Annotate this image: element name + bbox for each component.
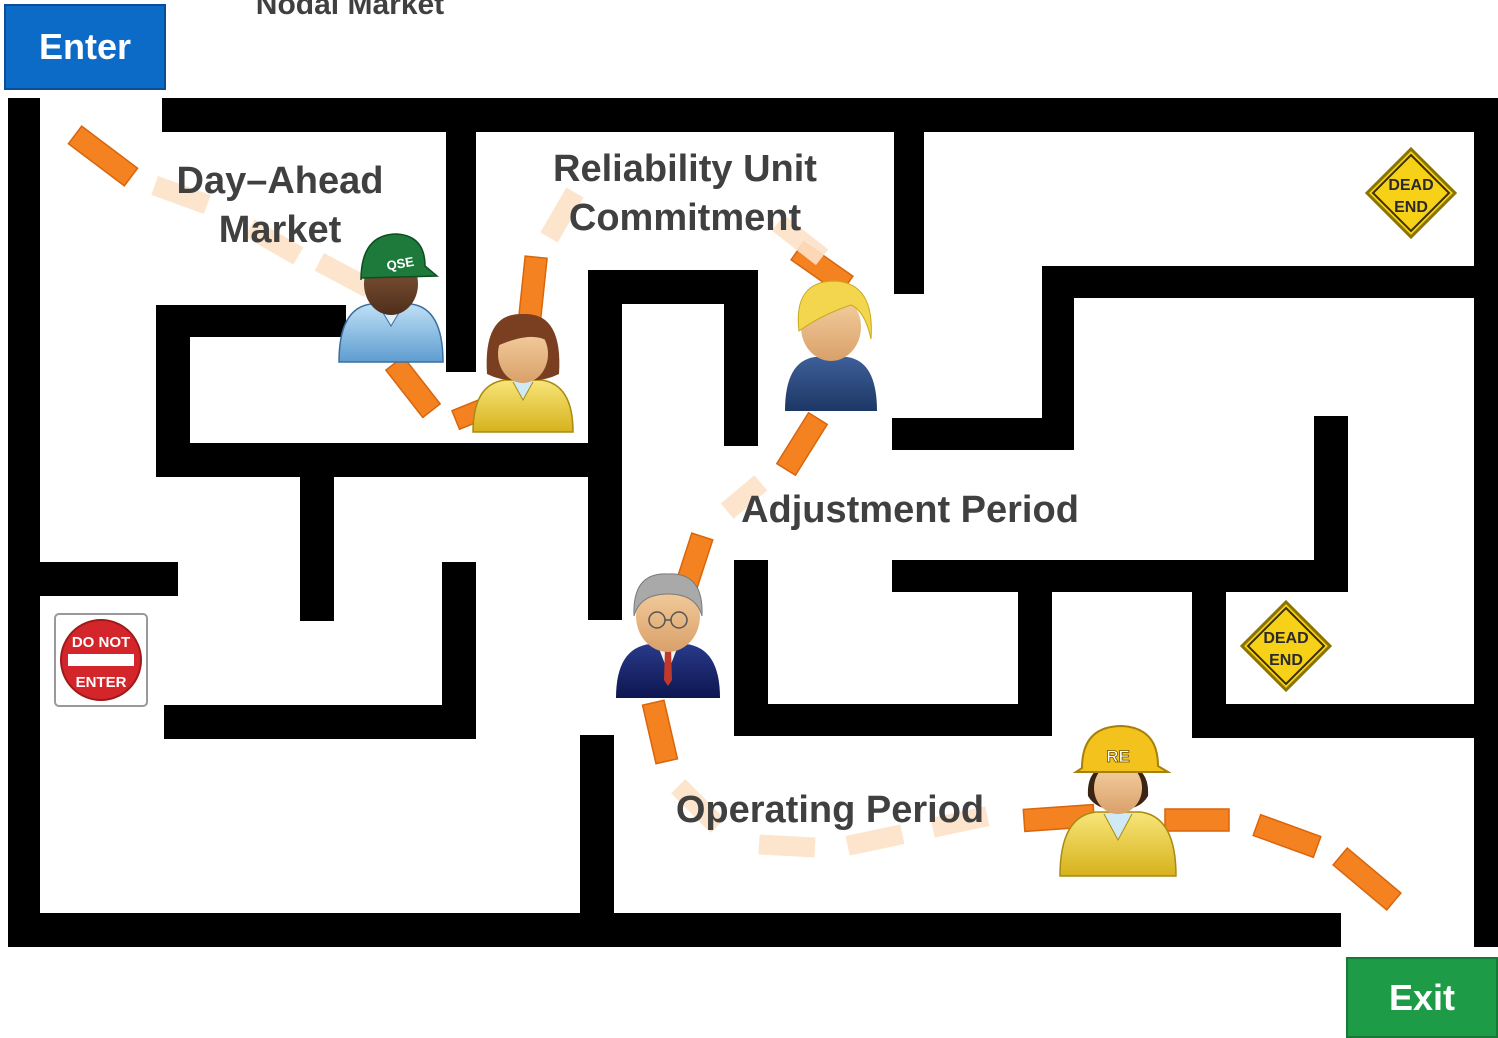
path-dash-faded — [930, 806, 990, 838]
stage-label-line: Adjustment Period — [741, 489, 1079, 531]
path-dash — [1164, 808, 1230, 832]
blonde-person-icon — [785, 280, 877, 411]
maze-wall — [40, 562, 178, 596]
maze-wall — [162, 98, 1498, 132]
stage-label-line: Commitment — [568, 196, 802, 239]
path-dash — [384, 355, 442, 419]
stage-label-line: Operating Period — [675, 789, 985, 831]
dead-end-sign: DEAD END — [1364, 146, 1458, 240]
path-dash — [67, 125, 139, 187]
maze-wall — [1042, 266, 1498, 298]
dead-end-sign: DEAD END — [1239, 599, 1333, 693]
gray-hair-person-icon — [616, 573, 720, 698]
maze-wall — [8, 913, 1341, 947]
woman-person-icon — [472, 313, 574, 433]
dead-end-line1: DEAD — [1263, 630, 1308, 647]
stage-label-operating-period: Operating Period — [650, 786, 1010, 835]
qse-badge: QSE — [385, 254, 415, 274]
qse-person-icon: QSE — [338, 233, 444, 363]
dead-end-line2: END — [1269, 652, 1303, 669]
path-dash-faded — [244, 219, 304, 265]
diagram-title: Nodal Market — [255, 0, 445, 21]
stage-label-line: Market — [218, 208, 342, 251]
re-person-icon: RE — [1059, 724, 1177, 877]
dead-end-line2: END — [1394, 199, 1428, 216]
maze-wall — [724, 270, 758, 446]
maze-wall — [8, 98, 40, 947]
stage-label-line: Reliability Unit — [553, 148, 817, 190]
do-not-enter-sign: DO NOT ENTER — [54, 613, 148, 707]
enter-button[interactable]: Enter — [4, 4, 166, 90]
re-badge: RE — [1106, 747, 1130, 766]
maze-wall — [1018, 560, 1052, 736]
path-dash-faded — [540, 187, 584, 243]
maze-wall — [588, 270, 622, 620]
path-dash-faded — [771, 214, 829, 266]
path-dash — [1332, 847, 1402, 911]
maze-wall — [894, 132, 924, 294]
stage-label-line: Day–Ahead — [176, 160, 384, 202]
path-dash-faded — [314, 253, 374, 297]
maze-wall — [734, 704, 1052, 736]
path-dash-faded — [151, 176, 211, 214]
maze-wall — [892, 418, 1074, 450]
maze-wall — [156, 443, 622, 477]
do-not-enter-line2: ENTER — [76, 674, 127, 691]
exit-button[interactable]: Exit — [1346, 957, 1498, 1038]
maze-wall — [892, 560, 1348, 592]
path-dash-faded — [758, 834, 816, 858]
do-not-enter-line1: DO NOT — [72, 634, 130, 651]
maze-wall — [446, 132, 476, 372]
path-dash — [518, 255, 548, 319]
path-dash — [1252, 813, 1322, 859]
path-dash — [775, 411, 829, 477]
stage-label-adjustment-period: Adjustment Period — [715, 486, 1105, 535]
maze-walls — [8, 98, 1498, 947]
maze-wall — [164, 705, 476, 739]
path-dash-faded — [845, 824, 905, 856]
maze-wall — [1474, 266, 1498, 947]
path-dash-faded — [720, 475, 768, 519]
path-dash — [641, 699, 679, 765]
maze-wall — [580, 735, 614, 925]
dead-end-line1: DEAD — [1388, 177, 1433, 194]
maze-wall — [1192, 704, 1498, 738]
maze-wall — [300, 477, 334, 621]
maze-wall — [1474, 98, 1498, 266]
path-dash-faded — [671, 779, 725, 833]
